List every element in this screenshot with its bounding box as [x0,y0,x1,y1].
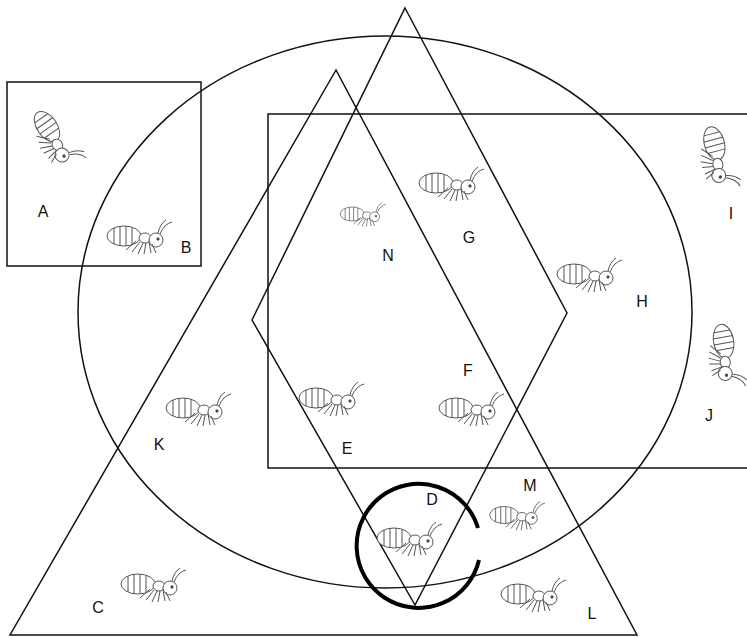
region-letter: C [92,600,104,616]
rectangle-region [268,114,747,468]
region-letter: B [181,240,192,256]
region-letter: E [342,441,353,457]
circle-region [78,36,692,588]
region-letter: I [729,206,733,222]
region-letter: D [426,492,438,508]
region-letter: L [588,606,597,622]
region-letter: K [154,437,165,453]
open-circle [357,484,479,608]
region-letter: H [636,294,648,310]
region-letter: N [382,248,394,264]
region-letter: F [463,363,473,379]
region-letter: J [705,408,713,424]
region-letter: M [523,478,536,494]
diamond-region [252,8,567,605]
square-region [7,82,201,266]
region-letter: A [38,204,49,220]
triangle-region [10,70,637,635]
ant-icons [22,103,747,612]
region-letter: G [463,230,475,246]
